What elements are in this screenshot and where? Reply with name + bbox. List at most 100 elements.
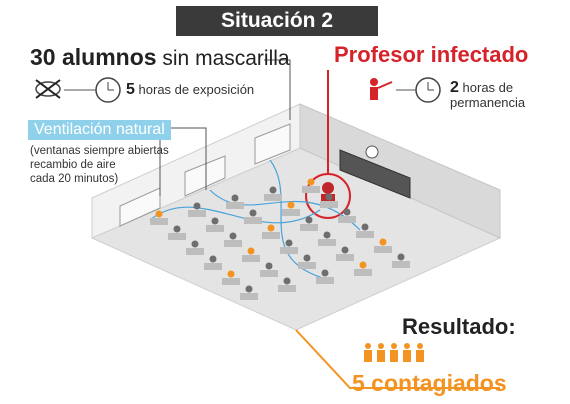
student-desk bbox=[300, 224, 318, 231]
right-wall bbox=[299, 103, 501, 239]
student-desk bbox=[316, 277, 334, 284]
student-desks bbox=[150, 178, 410, 300]
ventilation-label: Ventilación natural bbox=[28, 120, 171, 140]
ventilation-leader-line bbox=[186, 127, 207, 190]
student-icon bbox=[269, 186, 277, 194]
student-desk bbox=[278, 285, 296, 292]
result-count: 5 contagiados bbox=[352, 370, 507, 396]
student-desk bbox=[392, 261, 410, 268]
infected-person-icon bbox=[391, 343, 397, 349]
student-desk bbox=[150, 218, 168, 225]
window-3 bbox=[254, 123, 291, 165]
student-icon bbox=[397, 253, 405, 261]
student-desk bbox=[242, 255, 260, 262]
student-icon bbox=[283, 277, 291, 285]
student-desk bbox=[318, 239, 336, 246]
result-title: Resultado: bbox=[402, 314, 516, 339]
student-desk bbox=[320, 201, 338, 208]
student-icon bbox=[323, 231, 331, 239]
result-leader-line bbox=[295, 329, 500, 389]
infected-person-body bbox=[416, 350, 424, 362]
student-desk bbox=[260, 270, 278, 277]
student-desk bbox=[240, 293, 258, 300]
student-icon bbox=[359, 261, 367, 269]
infected-person-body bbox=[377, 350, 385, 362]
ventilation-note-line-2: recambio de aire bbox=[30, 159, 116, 171]
student-icon bbox=[321, 269, 329, 277]
student-desk bbox=[262, 232, 280, 239]
student-icon bbox=[245, 285, 253, 293]
infected-person-icon bbox=[417, 343, 423, 349]
student-desk bbox=[186, 248, 204, 255]
student-desk bbox=[356, 231, 374, 238]
student-icon bbox=[155, 210, 163, 218]
student-desk bbox=[298, 262, 316, 269]
student-icon bbox=[193, 202, 201, 210]
student-icon bbox=[303, 254, 311, 262]
student-desk bbox=[302, 186, 320, 193]
student-desk bbox=[338, 216, 356, 223]
infected-person-icon bbox=[404, 343, 410, 349]
infected-professor-icon bbox=[322, 182, 334, 194]
student-desk bbox=[226, 202, 244, 209]
student-icon bbox=[209, 255, 217, 263]
airflow-line bbox=[149, 206, 321, 224]
student-icon bbox=[249, 209, 257, 217]
students-count: 30 alumnos bbox=[30, 44, 157, 70]
professor-hours-value: 2 bbox=[450, 79, 459, 96]
student-icon bbox=[379, 238, 387, 246]
exposure-hours: 5 bbox=[126, 81, 135, 98]
student-desk bbox=[374, 246, 392, 253]
ventilation-note-line-3: cada 20 minutos) bbox=[30, 173, 119, 185]
professor-hours-text: horas de bbox=[462, 80, 514, 95]
student-icon bbox=[247, 247, 255, 255]
infected-person-icon bbox=[378, 343, 384, 349]
students-leader-line bbox=[264, 59, 291, 120]
student-desk bbox=[224, 240, 242, 247]
window-2 bbox=[184, 155, 226, 197]
infected-people-icons bbox=[364, 343, 424, 362]
airflow-line bbox=[209, 189, 361, 231]
student-icon bbox=[325, 193, 333, 201]
student-icon bbox=[211, 217, 219, 225]
infected-person-body bbox=[364, 350, 372, 362]
professor-hours: 2 horas de permanencia bbox=[450, 79, 526, 111]
student-desk bbox=[206, 225, 224, 232]
infected-person-icon bbox=[365, 343, 371, 349]
student-icon bbox=[229, 232, 237, 240]
student-desk bbox=[282, 209, 300, 216]
student-icon bbox=[173, 225, 181, 233]
student-icon bbox=[361, 223, 369, 231]
student-desk bbox=[280, 247, 298, 254]
student-icon bbox=[341, 246, 349, 254]
student-icon bbox=[267, 224, 275, 232]
student-icon bbox=[343, 208, 351, 216]
student-desk bbox=[168, 233, 186, 240]
students-exposure: 5 horas de exposición bbox=[126, 81, 255, 98]
student-desk bbox=[222, 278, 240, 285]
student-icon bbox=[191, 240, 199, 248]
student-icon bbox=[227, 270, 235, 278]
ventilation-note: (ventanas siempre abiertas recambio de a… bbox=[30, 144, 180, 186]
professor-hours-text-2: permanencia bbox=[450, 95, 526, 110]
student-desk bbox=[244, 217, 262, 224]
student-desk bbox=[188, 210, 206, 217]
professor-title: Profesor infectado bbox=[334, 42, 529, 67]
students-header: 30 alumnos sin mascarilla bbox=[30, 44, 290, 71]
teacher-icon bbox=[370, 78, 393, 100]
student-desk bbox=[264, 194, 282, 201]
infected-person-body bbox=[403, 350, 411, 362]
student-desk bbox=[354, 269, 372, 276]
wall-clock-icon bbox=[365, 145, 379, 159]
crossed-mask-icon bbox=[35, 79, 61, 99]
exposure-text: horas de exposición bbox=[138, 82, 255, 97]
student-icon bbox=[307, 178, 315, 186]
student-icon bbox=[287, 201, 295, 209]
students-condition: sin mascarilla bbox=[162, 47, 290, 70]
ventilation-note-line-1: (ventanas siempre abiertas bbox=[30, 145, 169, 157]
student-icon bbox=[305, 216, 313, 224]
student-desk bbox=[204, 263, 222, 270]
page-title: Situación 2 bbox=[176, 6, 378, 36]
infected-person-body bbox=[390, 350, 398, 362]
